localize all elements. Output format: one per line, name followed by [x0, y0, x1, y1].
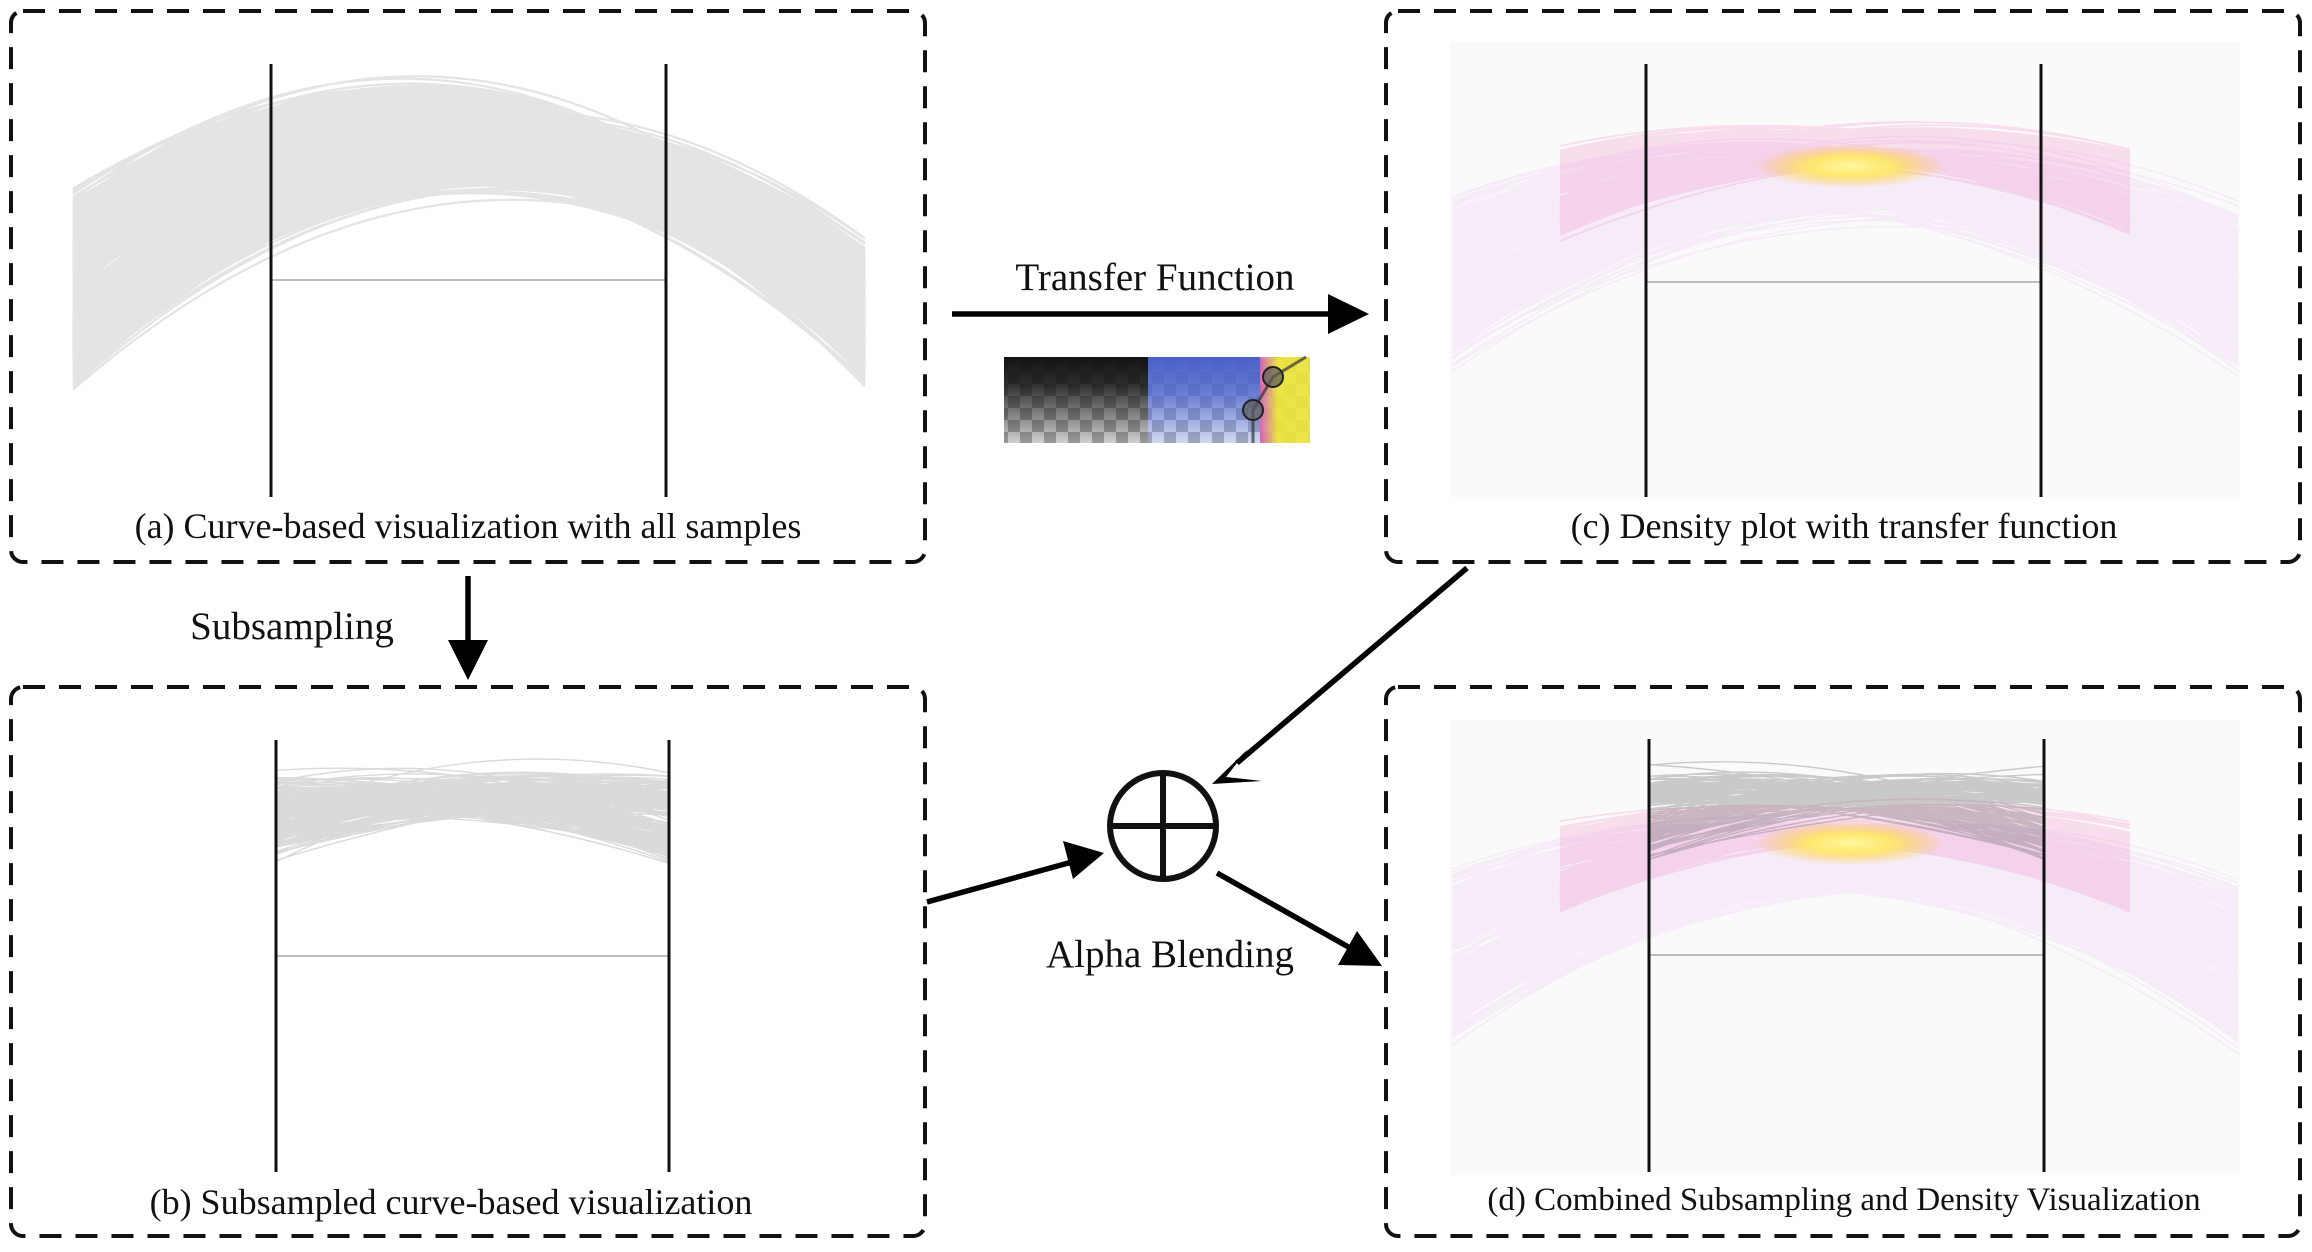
- panel-a-caption: (a) Curve-based visualization with all s…: [135, 506, 802, 546]
- panel-c-density: [1451, 121, 2239, 377]
- panel-c-caption: (c) Density plot with transfer function: [1571, 506, 2118, 546]
- panel-b-border: [9, 685, 927, 1238]
- panel-c-border: [1384, 9, 2302, 564]
- subsample-to-blend-arrowhead: [1063, 841, 1104, 879]
- panel-b-curves: [275, 758, 670, 865]
- panel-c-plot-background: [1450, 42, 2240, 497]
- panel-a-border: [9, 9, 927, 564]
- panel-d-caption: (d) Combined Subsampling and Density Vis…: [1487, 1182, 2200, 1218]
- blend-to-combined-arrow: [1215, 870, 1354, 952]
- transfer-function-swatch: [1004, 355, 1310, 443]
- panel-d-border: [1384, 685, 2302, 1238]
- transfer-function-label: Transfer Function: [1015, 256, 1294, 299]
- panel-a-curves: [72, 75, 866, 391]
- alpha-blending: Alpha Blending: [926, 565, 1469, 976]
- panel-d: (d) Combined Subsampling and Density Vis…: [1384, 685, 2302, 1238]
- subsampling-label: Subsampling: [190, 605, 394, 648]
- transfer-function-arrowhead: [1328, 294, 1369, 334]
- subsampling: Subsampling: [190, 576, 488, 680]
- density-to-blend-arrowhead: [1212, 749, 1262, 784]
- density-to-blend-arrow: [1235, 565, 1469, 766]
- panel-d-plot-background: [1450, 720, 2240, 1175]
- tf-control-point[interactable]: [1242, 399, 1264, 421]
- transfer-function: Transfer Function: [952, 256, 1369, 443]
- subsample-to-blend-arrow: [926, 859, 1073, 905]
- tf-dark-segment: [1004, 357, 1148, 443]
- panel-d-curves: [1648, 761, 2045, 861]
- density-d-hot-core: [1755, 821, 1945, 865]
- tf-control-point[interactable]: [1262, 366, 1284, 388]
- panel-c: (c) Density plot with transfer function: [1384, 9, 2302, 564]
- panel-b-caption: (b) Subsampled curve-based visualization: [150, 1182, 753, 1222]
- panel-a: (a) Curve-based visualization with all s…: [9, 9, 927, 564]
- density-c-hot-core: [1755, 144, 1945, 188]
- curves-d-paths: [1648, 761, 2045, 861]
- alpha-blending-label: Alpha Blending: [1046, 933, 1294, 976]
- panel-d-density: [1451, 798, 2239, 1055]
- subsampling-arrowhead: [448, 640, 488, 680]
- curves-a-paths: [72, 75, 866, 391]
- blend-to-combined-arrowhead: [1338, 931, 1382, 966]
- circled-plus-icon: [1107, 770, 1219, 882]
- curves-b-paths: [275, 758, 670, 865]
- tf-control-curve: [1251, 355, 1307, 443]
- tf-blue-segment: [1148, 357, 1260, 443]
- panel-b: (b) Subsampled curve-based visualization: [9, 685, 927, 1238]
